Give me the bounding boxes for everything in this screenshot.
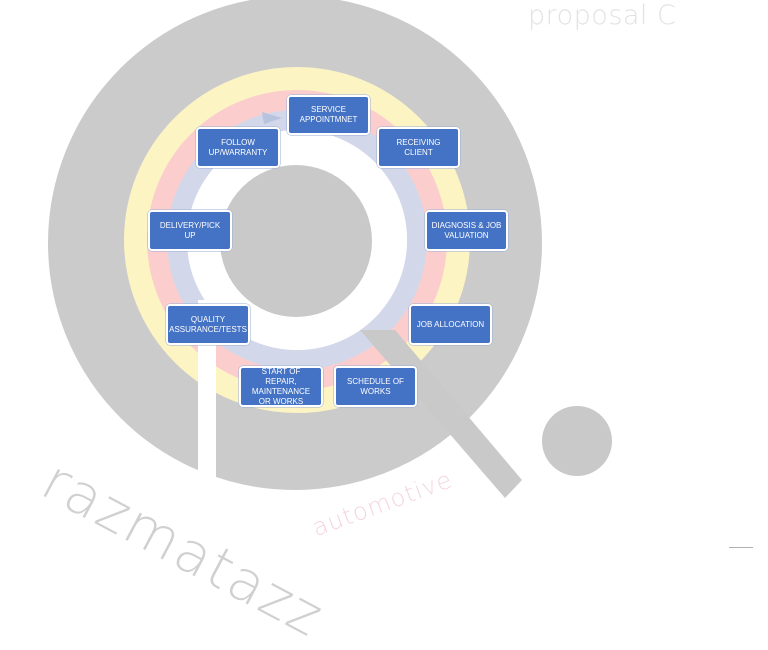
step-schedule-of-works: SCHEDULE OF WORKS — [334, 366, 417, 407]
step-job-allocation: JOB ALLOCATION — [409, 304, 492, 345]
step-start-of-repair: START OF REPAIR, MAINTENANCE OR WORKS — [239, 366, 323, 407]
step-receiving-client: RECEIVING CLIENT — [377, 127, 460, 168]
proposal-label: proposal C — [528, 0, 677, 31]
logo-r-stem — [198, 300, 216, 550]
diagram-canvas — [48, 0, 612, 550]
logo-inner-disk — [220, 165, 372, 317]
step-service-appointment: SERVICE APPOINTMNET — [287, 95, 370, 135]
logo-dot — [542, 406, 612, 476]
step-delivery-pick-up: DELIVERY/PICK UP — [148, 210, 232, 251]
cycle-arrow-top — [262, 112, 282, 124]
step-diagnosis-job-valuation: DIAGNOSIS & JOB VALUATION — [425, 210, 508, 251]
page-corner-mark — [729, 547, 753, 548]
step-quality-assurance: QUALITY ASSURANCE/TESTS — [166, 304, 250, 345]
step-follow-up-warranty: FOLLOW UP/WARRANTY — [196, 127, 280, 168]
